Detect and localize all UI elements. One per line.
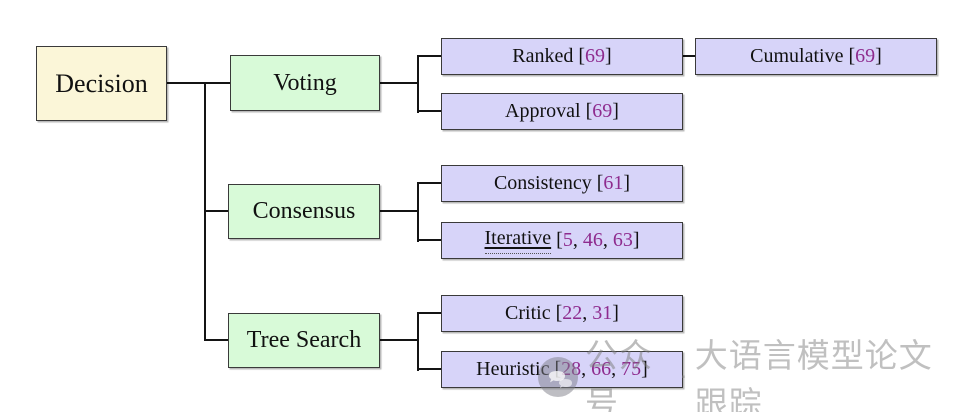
connector-line [417,110,441,112]
node-heuristic: Heuristic [28, 66, 75] [441,351,683,388]
node-critic: Critic [22, 31] [441,295,683,332]
connector-line [417,239,441,241]
node-label: Approval [505,100,581,122]
connector-line [417,312,419,371]
connector-line [417,368,441,370]
citation-number: 69 [592,100,613,122]
citation-refs: [22, 31] [550,302,619,324]
node-label: Iterative [484,227,552,254]
connector-line [167,82,230,84]
connector-line [380,210,418,212]
citation-number: 69 [585,45,606,67]
node-consensus: Consensus [228,184,380,239]
node-label: Cumulative [750,45,844,67]
citation-number: 75 [621,358,642,380]
connector-line [380,82,418,84]
connector-line [417,55,419,113]
node-label: Decision [55,68,148,98]
node-voting: Voting [230,55,380,111]
node-decision: Decision [36,46,167,121]
node-cumulative: Cumulative [69] [695,38,937,75]
citation-number: 46 [582,229,603,251]
citation-refs: [5, 46, 63] [551,229,640,251]
citation-number: 31 [592,302,613,324]
connector-line [380,339,418,341]
citation-refs: [69] [580,100,619,122]
node-label: Heuristic [476,358,550,380]
citation-number: 63 [612,229,633,251]
citation-number: 61 [603,172,624,194]
citation-number: 5 [562,229,573,251]
citation-refs: [28, 66, 75] [549,358,648,380]
node-label: Tree Search [246,327,362,353]
citation-refs: [69] [843,45,882,67]
connector-line [417,312,441,314]
node-label: Consistency [493,172,592,194]
node-label: Ranked [512,45,574,67]
connector-line [683,55,695,57]
connector-line [204,210,228,212]
citation-number: 66 [591,358,612,380]
connector-line [417,55,441,57]
node-ranked: Ranked [69] [441,38,683,75]
node-approval: Approval [69] [441,93,683,130]
connector-line [417,182,419,242]
citation-refs: [61] [591,172,631,194]
node-iterative: Iterative [5, 46, 63] [441,222,683,259]
connector-line [417,182,441,184]
node-label: Consensus [252,198,356,224]
node-label: Voting [273,69,337,96]
citation-number: 69 [855,45,876,67]
watermark-account-name: 大语言模型论文跟踪 [694,336,933,412]
citation-number: 28 [561,358,582,380]
node-tree-search: Tree Search [228,313,380,368]
citation-refs: [69] [573,45,612,67]
citation-number: 22 [562,302,583,324]
node-consistency: Consistency [61] [441,165,683,202]
node-label: Critic [505,302,551,324]
connector-line [204,339,228,341]
